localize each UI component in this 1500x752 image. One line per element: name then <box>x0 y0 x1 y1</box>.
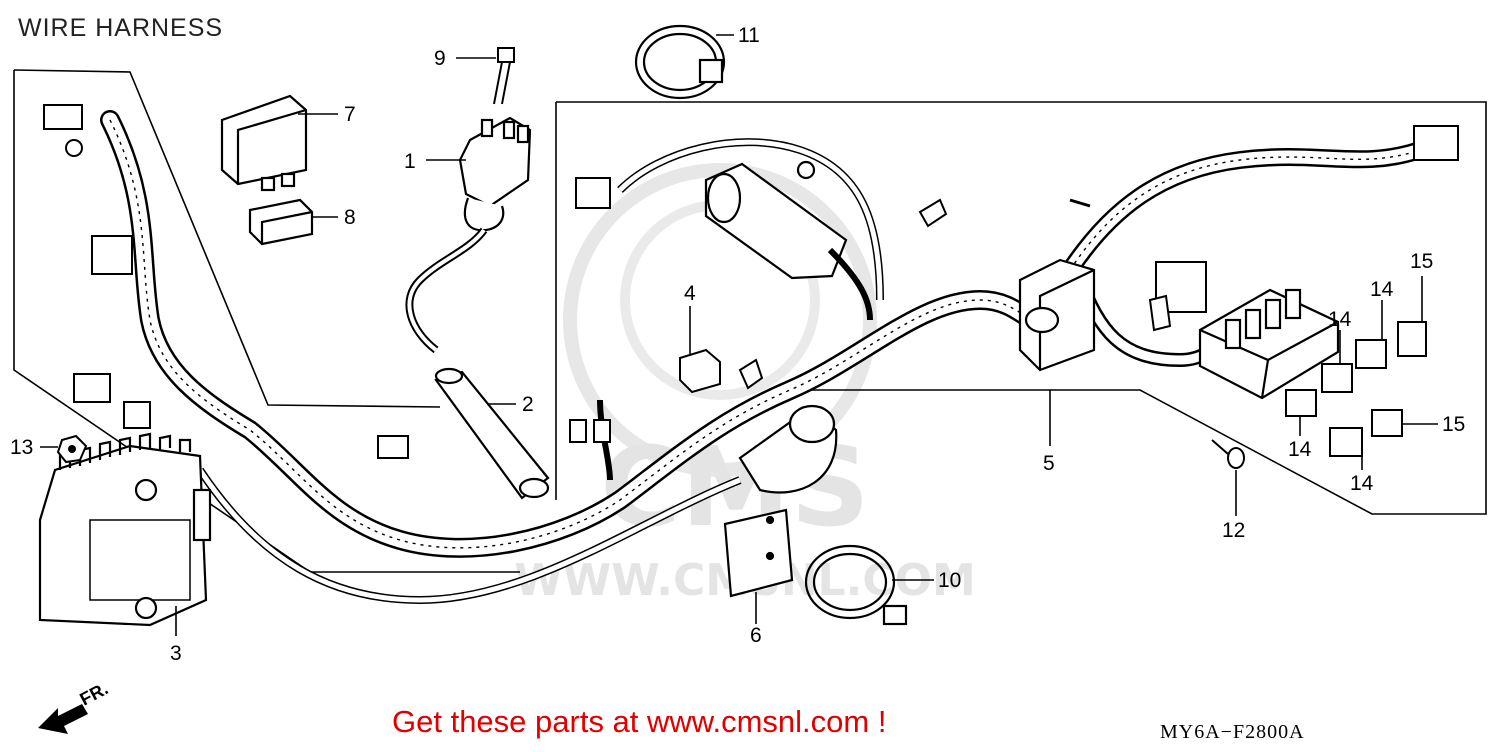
callout-11: 11 <box>738 24 760 47</box>
callout-labels: 1 2 3 4 5 6 7 8 9 10 11 12 13 14 14 14 1… <box>10 24 1465 665</box>
callout-4: 4 <box>684 282 696 305</box>
nut-hole <box>68 445 76 453</box>
connector-mid-left <box>73 373 111 403</box>
callout-10: 10 <box>938 569 961 592</box>
right-frame <box>556 101 1487 515</box>
front-direction-arrow: FR. <box>38 678 111 734</box>
callout-1: 1 <box>404 150 416 173</box>
callout-5: 5 <box>1043 452 1055 475</box>
diagram-code: MY6A−F2800A <box>1160 721 1305 743</box>
ignition-switch-1 <box>405 116 532 354</box>
callout-9: 9 <box>434 47 446 70</box>
fuse-15-a <box>1397 321 1427 357</box>
regulator-rectifier <box>38 432 212 627</box>
part-8-block <box>248 198 314 246</box>
fuses <box>1285 321 1427 457</box>
hose-clamp-10 <box>804 544 908 626</box>
main-harness <box>100 110 1429 605</box>
plug-left <box>65 139 83 157</box>
arrow-icon <box>38 704 88 734</box>
callout-15-a: 15 <box>1410 250 1433 273</box>
callout-14-a: 14 <box>1370 278 1394 301</box>
fuse-14-d <box>1329 427 1363 457</box>
callout-14-c: 14 <box>1288 438 1312 461</box>
fuse-14-a <box>1321 363 1353 393</box>
hose-clamp-11 <box>634 24 726 100</box>
callout-14-b: 14 <box>1328 308 1352 331</box>
right-connectors <box>1148 125 1459 332</box>
callout-3: 3 <box>170 642 182 665</box>
callout-13: 13 <box>10 436 33 459</box>
ignition-coil <box>704 160 873 321</box>
screw-12 <box>1211 439 1245 469</box>
leader-lines <box>40 34 1438 636</box>
connector-small-left <box>123 401 151 429</box>
fuse-14-b <box>1355 339 1387 369</box>
callout-8: 8 <box>344 206 356 229</box>
connector-top-left <box>43 104 83 130</box>
callout-15-b: 15 <box>1442 413 1465 436</box>
diagram-title: WIRE HARNESS <box>18 14 224 42</box>
callout-6: 6 <box>750 624 762 647</box>
sensor-5 <box>1018 198 1096 372</box>
cap-2 <box>434 367 550 500</box>
callout-14-d: 14 <box>1350 472 1374 495</box>
callout-7: 7 <box>344 103 356 126</box>
relay-7 <box>220 94 308 192</box>
left-frame <box>13 69 441 408</box>
callout-12: 12 <box>1222 519 1245 542</box>
promo-link-text[interactable]: Get these parts at www.cmsnl.com ! <box>392 704 887 739</box>
coil-connectors <box>377 177 948 459</box>
left-connectors <box>43 104 151 429</box>
relay-4 <box>679 348 764 394</box>
callout-2: 2 <box>522 393 534 416</box>
condenser-6 <box>723 404 838 598</box>
fuse-15-b <box>1371 409 1403 437</box>
fuse-box <box>1198 288 1340 400</box>
fuse-14-c <box>1285 389 1317 417</box>
connector-6pin <box>91 235 133 275</box>
bolt-9 <box>493 47 515 105</box>
